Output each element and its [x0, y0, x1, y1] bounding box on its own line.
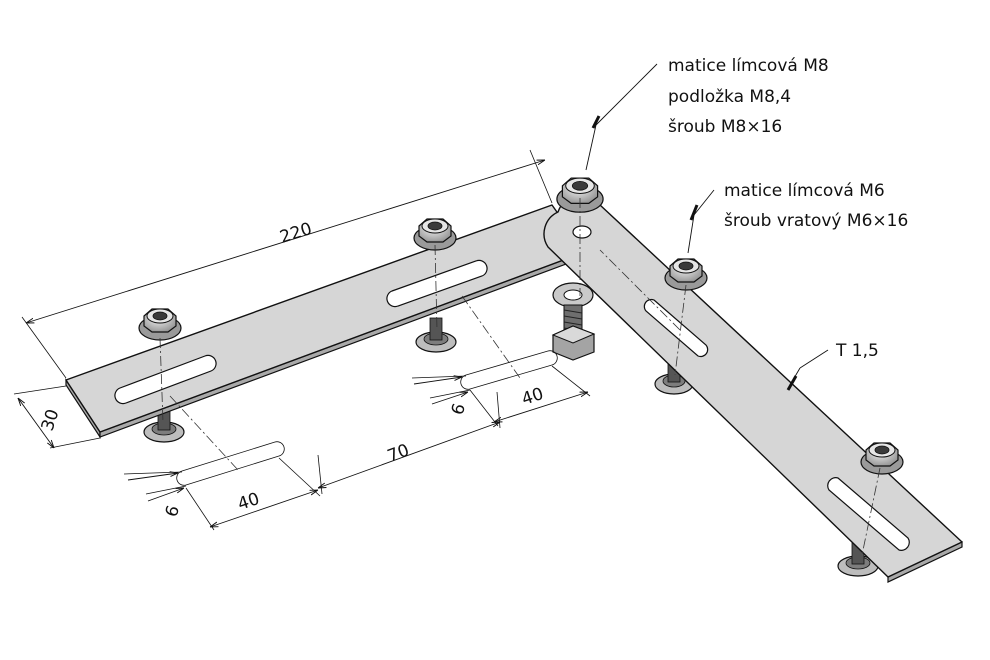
slot [827, 477, 910, 551]
dim-220-label: 220 [278, 219, 315, 248]
dimension-40-lower: 40 [185, 457, 321, 531]
carriage-bolt-head [837, 541, 879, 577]
dim-6-lower-label: 6 [162, 503, 184, 519]
dimension-6-upper: 6 [411, 376, 470, 418]
callout-thickness-label: T 1,5 [835, 341, 879, 361]
dim-70-label: 70 [385, 441, 412, 467]
callout-m6: matice límcová M6 šroub vratový M6×16 [687, 181, 908, 254]
slot [643, 298, 709, 358]
flange-nut [138, 308, 182, 341]
flange-nut [664, 258, 708, 291]
dim-30-label: 30 [38, 407, 64, 434]
carriage-bolt-head [143, 407, 185, 443]
angled-plate [543, 194, 963, 583]
dimension-70: 70 [318, 391, 500, 495]
callout-thickness: T 1,5 [786, 341, 879, 391]
callout-m8-line-2: podložka M8,4 [668, 87, 791, 107]
callout-m8-line-1: matice límcová M8 [668, 56, 829, 76]
m8-bolt-assembly [551, 282, 596, 361]
callout-m6-line-2: šroub vratový M6×16 [724, 211, 908, 231]
callout-m6-line-1: matice límcová M6 [724, 181, 885, 201]
dim-40-upper-label: 40 [519, 384, 546, 410]
bolt-hole [572, 225, 592, 239]
dimension-40-upper: 40 [469, 365, 591, 427]
carriage-bolt-head [415, 317, 457, 353]
callout-m8-line-3: šroub M8×16 [668, 117, 782, 137]
dimension-220: 220 [21, 149, 553, 379]
callout-m8: matice límcová M8 podložka M8,4 šroub M8… [585, 56, 829, 171]
flange-nut [860, 442, 904, 475]
dim-6-upper-label: 6 [448, 401, 470, 417]
slot [114, 354, 217, 405]
